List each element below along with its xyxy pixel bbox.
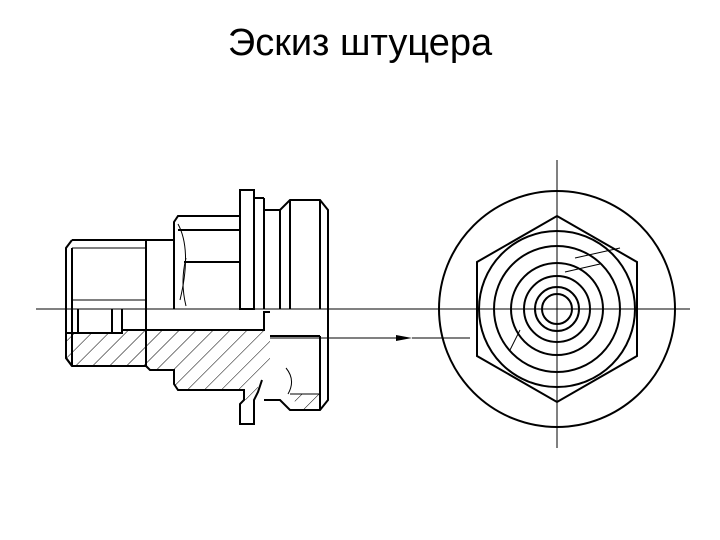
- hexagon: [476, 214, 638, 404]
- side-view: [36, 189, 470, 425]
- projection-arrow: [396, 335, 412, 341]
- outer-circle: [438, 190, 676, 428]
- thread-arc: [574, 247, 621, 259]
- bore-outline: [66, 309, 270, 334]
- ring-5: [534, 286, 580, 332]
- flange: [239, 189, 255, 310]
- body-upper-outline: [146, 215, 240, 241]
- ring-2: [493, 245, 621, 373]
- body-lower-outline: [145, 365, 263, 425]
- tip-hatching: [292, 394, 320, 410]
- ring-1: [478, 230, 636, 388]
- ring-4: [523, 275, 591, 343]
- ring-3: [510, 262, 604, 356]
- page-title: Эскиз штуцера: [227, 22, 493, 64]
- hex-portion-outline: [264, 199, 329, 411]
- ring-6: [541, 293, 573, 325]
- end-view: [438, 160, 690, 448]
